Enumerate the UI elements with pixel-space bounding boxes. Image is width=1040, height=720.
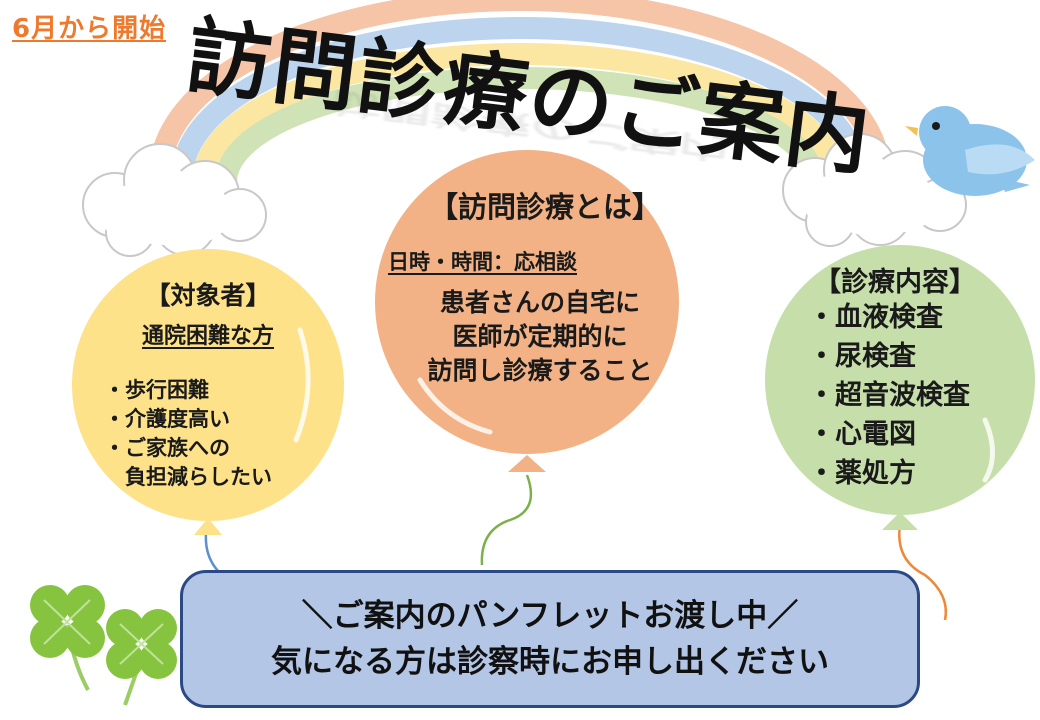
target-heading: 【対象者】 bbox=[145, 281, 271, 310]
list-item: ・尿検査 bbox=[808, 341, 916, 372]
target-subheading: 通院困難な方 bbox=[141, 324, 274, 349]
list-item: ・心電図 bbox=[808, 419, 916, 450]
list-item: ・血液検査 bbox=[808, 302, 943, 333]
schedule-note: 日時・時間：応相談 bbox=[388, 250, 577, 274]
list-item: ・薬処方 bbox=[808, 458, 916, 489]
bird-icon bbox=[905, 106, 1035, 196]
balloon-icon bbox=[765, 245, 1035, 621]
clover-icon bbox=[30, 585, 105, 691]
services-heading: 【診療内容】 bbox=[814, 267, 976, 298]
list-item: ・ご家族への bbox=[104, 436, 230, 460]
target-list: ・歩行困難 ・介護度高い ・ご家族への 負担減らしたい bbox=[104, 376, 334, 492]
notice-line: ＼ご案内のパンフレットお渡し中／ bbox=[301, 598, 799, 634]
notice-line: 気になる方は診察時にお申し出ください bbox=[271, 644, 829, 680]
body-line: 患者さんの自宅に bbox=[439, 288, 640, 317]
list-item: ・超音波検査 bbox=[808, 380, 970, 411]
list-item: ・介護度高い bbox=[104, 407, 230, 431]
start-badge: 6月から開始 bbox=[12, 14, 167, 44]
balloon-icon bbox=[72, 249, 344, 611]
pamphlet-notice: ＼ご案内のパンフレットお渡し中／ 気になる方は診察時にお申し出ください bbox=[180, 570, 920, 708]
rainbow-icon bbox=[149, 0, 891, 183]
balloon-icon bbox=[375, 150, 679, 566]
body-line: 医師が定期的に bbox=[452, 322, 628, 351]
body-line: 訪問し診療すること bbox=[427, 356, 653, 385]
list-item: ・歩行困難 bbox=[104, 378, 209, 402]
about-heading: 【訪問診療とは】 bbox=[428, 190, 661, 224]
clover-icon bbox=[106, 609, 177, 706]
services-list: ・血液検査 ・尿検査 ・超音波検査 ・心電図 ・薬処方 bbox=[808, 298, 1008, 493]
about-body: 患者さんの自宅に 医師が定期的に 訪問し診療すること bbox=[395, 286, 685, 388]
list-item: 負担減らしたい bbox=[104, 465, 272, 489]
